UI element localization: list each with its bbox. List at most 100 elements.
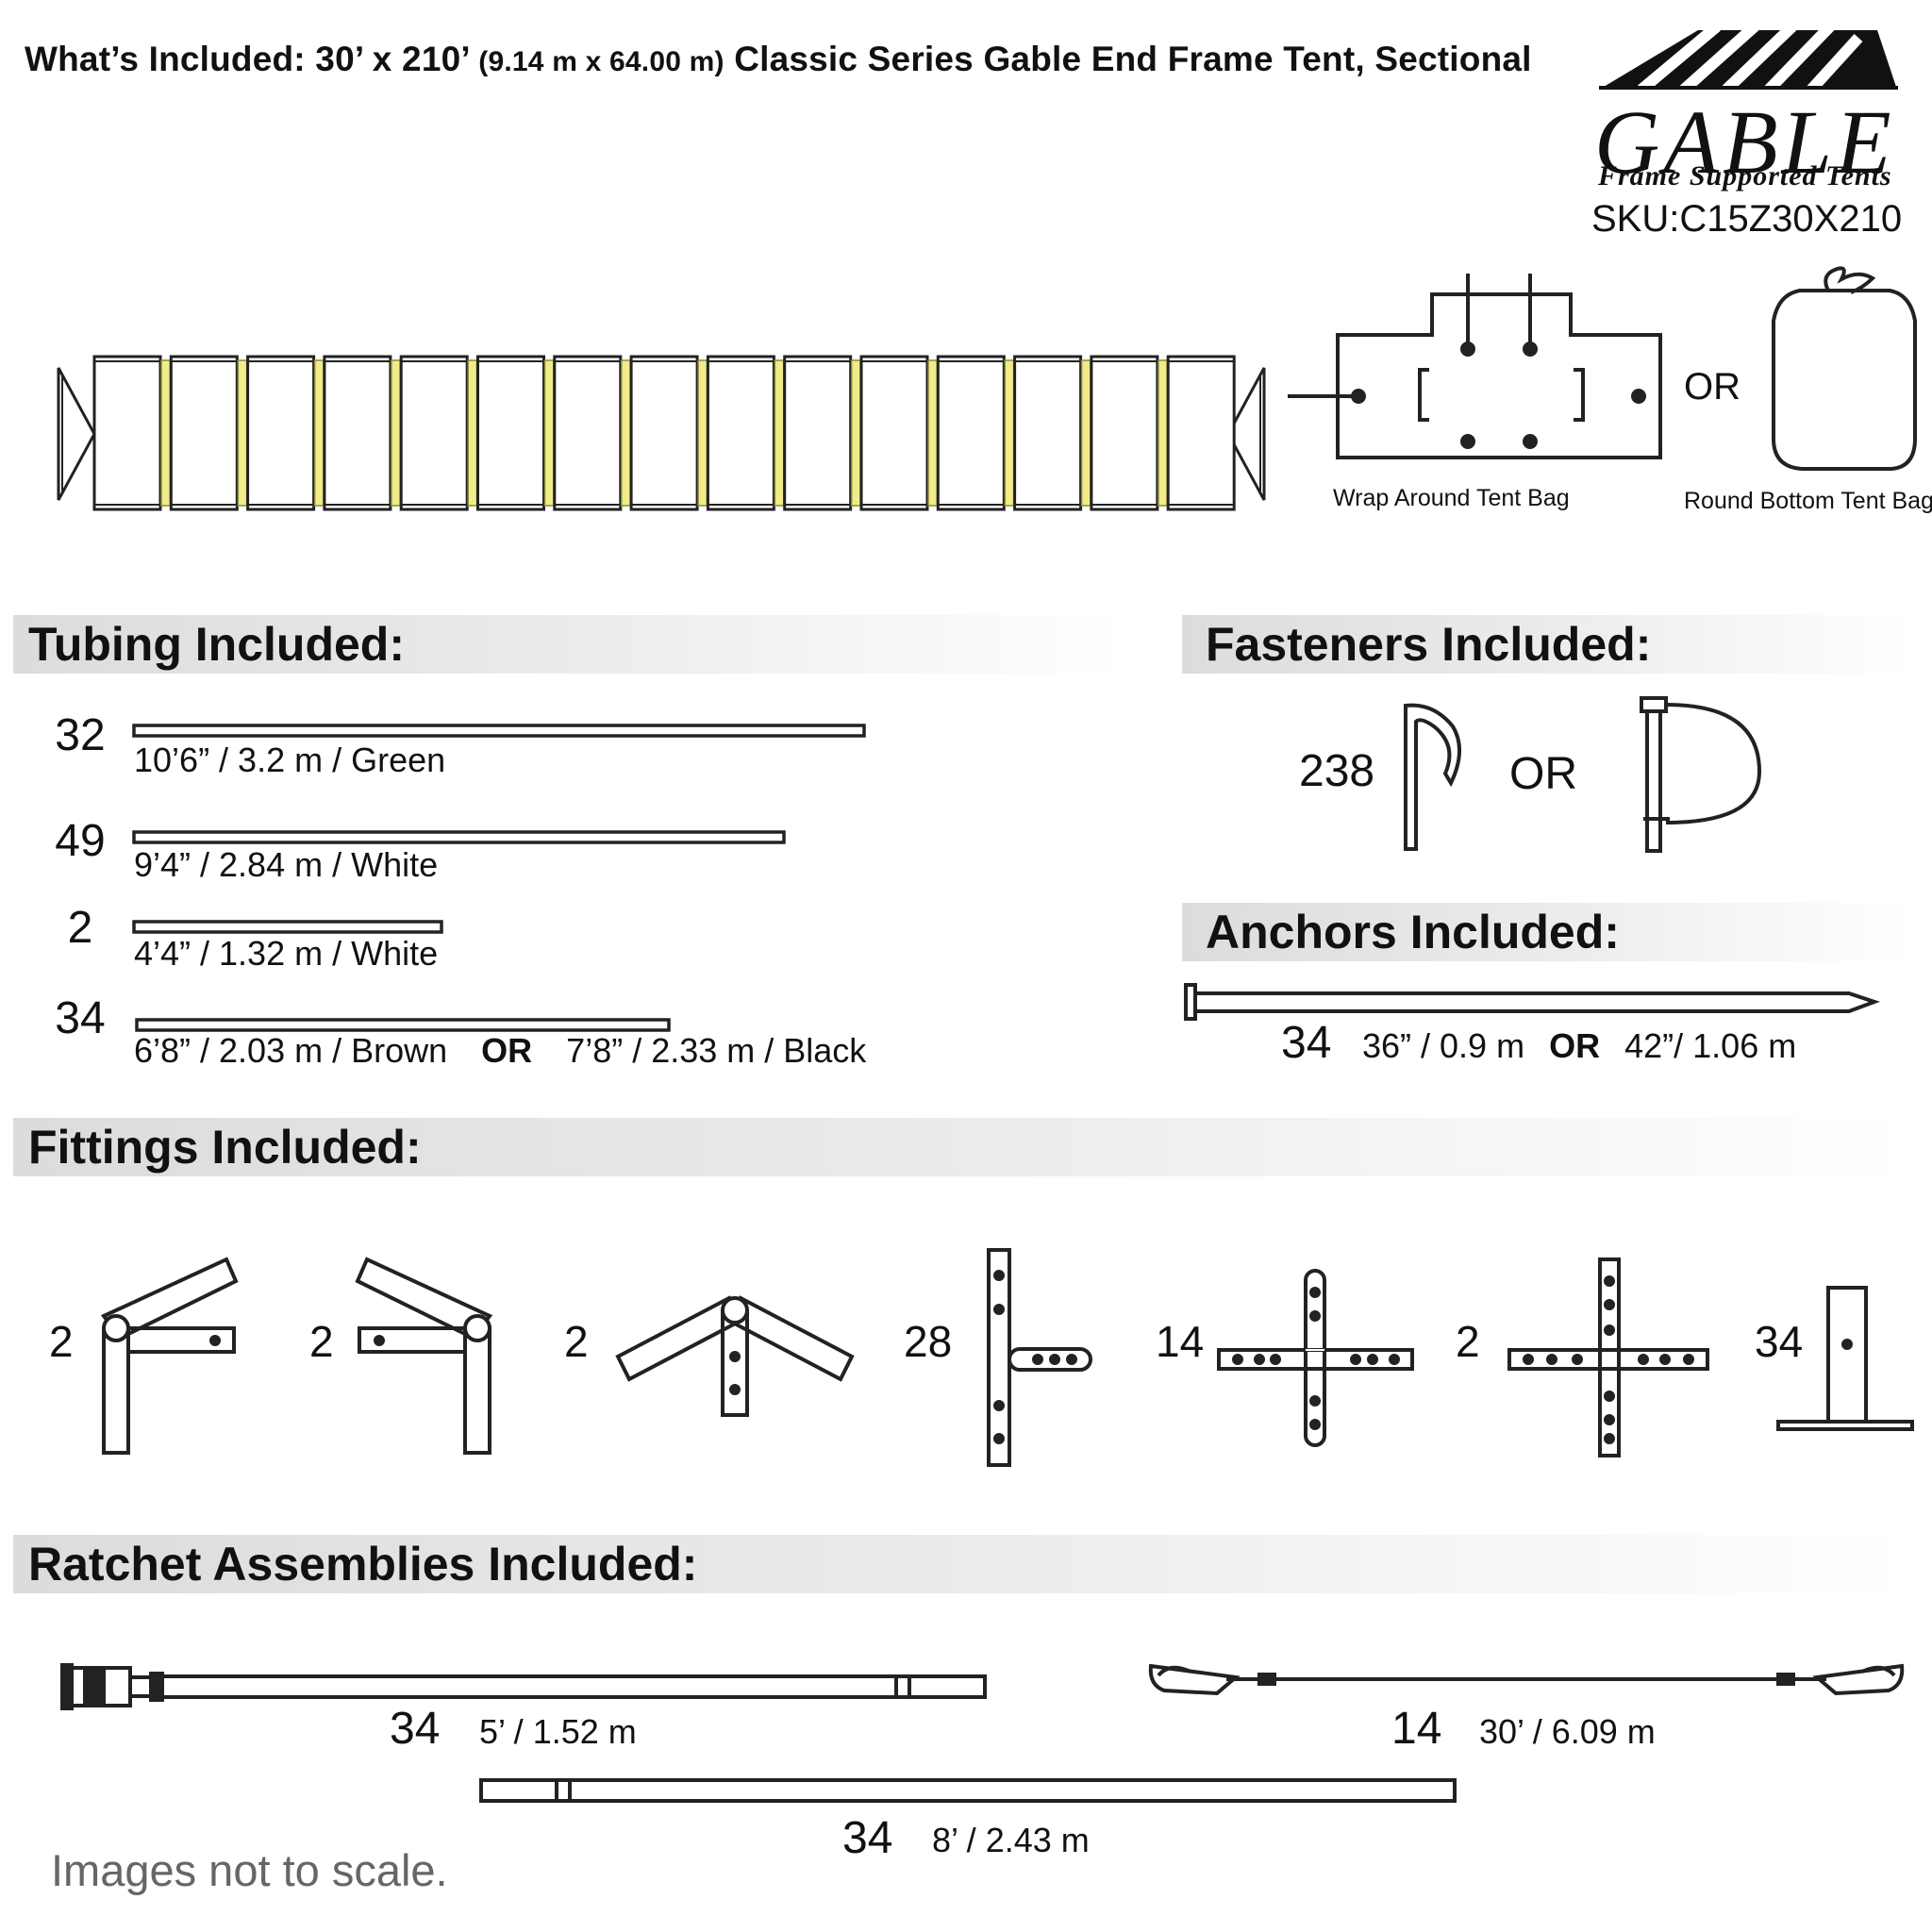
tent-section [553, 355, 623, 511]
tube-bar-4ft4 [132, 920, 443, 934]
tent-section-connector [850, 359, 861, 507]
tubing-section-title: Tubing Included: [28, 618, 405, 671]
logo-word: GABLE [1594, 92, 1895, 192]
ratchet-qty-3: 34 [842, 1813, 893, 1863]
tent-top-view-diagram [57, 355, 1266, 511]
fitting-left-corner-icon [100, 1257, 239, 1455]
fitting-qty-3: 2 [564, 1317, 589, 1366]
tube-label-4-or: OR [481, 1031, 533, 1070]
fitting-qty-5: 14 [1156, 1317, 1205, 1366]
tent-section-connector [927, 359, 939, 507]
anchor-label: 36” / 0.9 m OR 42”/ 1.06 m [1362, 1026, 1796, 1066]
fitting-ridge-peak-icon [615, 1295, 855, 1417]
ratchets-section-title: Ratchet Assemblies Included: [28, 1538, 698, 1591]
strap-8ft-icon [479, 1778, 1457, 1803]
tube-bar-6ft8 [135, 1018, 671, 1032]
fitting-qty-4: 28 [904, 1317, 953, 1366]
tent-section [246, 355, 316, 511]
tent-section-connector [1158, 359, 1168, 507]
tent-section-connector [313, 359, 325, 507]
tube-label-4b: 7’8” / 2.33 m / Black [566, 1031, 867, 1070]
tent-section [399, 355, 469, 511]
not-to-scale-note: Images not to scale. [51, 1845, 448, 1895]
anchor-stake-icon [1184, 983, 1881, 1021]
tent-section-connector [1080, 359, 1091, 507]
sku-label: SKU:C15Z30X210 [1591, 198, 1903, 240]
fitting-right-corner-icon [355, 1257, 493, 1455]
tent-section [323, 355, 392, 511]
fasteners-section-bar [1182, 615, 1908, 674]
tent-section-connector [621, 359, 631, 507]
fittings-drawings [100, 1248, 1914, 1467]
fastener-or-label: OR [1509, 749, 1577, 799]
fittings-section-title: Fittings Included: [28, 1121, 422, 1174]
fitting-qty-2: 2 [309, 1317, 334, 1366]
tent-section-connector [467, 359, 478, 507]
title-part2: Classic Series Gable End Frame Tent, Sec… [724, 40, 1532, 78]
ratchet-label-1: 5’ / 1.52 m [479, 1712, 637, 1751]
anchor-label-a: 36” / 0.9 m [1362, 1026, 1525, 1065]
ratchet-qty-1: 34 [390, 1704, 441, 1754]
page-title: What’s Included: 30’ x 210’ (9.14 m x 64… [25, 40, 1532, 79]
tent-section-connector [543, 359, 555, 507]
cable-assembly-30ft-icon [1148, 1663, 1905, 1696]
fitting-qty-1: 2 [49, 1317, 74, 1366]
tube-label-1: 10’6” / 3.2 m / Green [134, 741, 446, 779]
anchor-or: OR [1549, 1026, 1601, 1065]
tent-section-connector [774, 359, 785, 507]
fitting-cross-round-icon [1217, 1269, 1414, 1447]
fitting-qty-7: 34 [1755, 1317, 1804, 1366]
fasteners-section-title: Fasteners Included: [1206, 618, 1652, 671]
fastener-qty: 238 [1299, 746, 1375, 796]
tent-section [476, 355, 545, 511]
anchor-qty: 34 [1281, 1018, 1332, 1068]
ratchet-label-2: 30’ / 6.09 m [1479, 1712, 1656, 1751]
tent-section [1166, 355, 1236, 511]
tent-section [783, 355, 853, 511]
ratchets-section-bar [13, 1535, 1909, 1593]
tube-bar-9ft4 [132, 830, 786, 844]
tube-qty-1: 32 [55, 710, 106, 760]
tent-section [706, 355, 775, 511]
tent-section [859, 355, 929, 511]
tent-section [629, 355, 699, 511]
tent-section-connector [160, 359, 172, 507]
tube-label-2: 9’4” / 2.84 m / White [134, 845, 439, 884]
tube-label-4a: 6’8” / 2.03 m / Brown [134, 1031, 448, 1070]
wrap-bag-caption: Wrap Around Tent Bag [1333, 485, 1570, 511]
ratchet-strap-5ft-icon [60, 1663, 987, 1710]
ratchet-drawings [60, 1663, 1905, 1803]
anchor-label-b: 42”/ 1.06 m [1624, 1026, 1797, 1065]
fitting-base-plate-icon [1776, 1286, 1914, 1431]
anchors-section-bar [1182, 903, 1908, 961]
tent-section-connector [1004, 359, 1015, 507]
lynch-pin-icon [1640, 696, 1762, 853]
tent-section [92, 355, 162, 511]
tube-bar-10ft6 [132, 724, 866, 738]
ratchet-label-3: 8’ / 2.43 m [932, 1821, 1090, 1859]
tent-section [169, 355, 239, 511]
tent-section [1013, 355, 1083, 511]
tent-section [936, 355, 1006, 511]
tube-qty-4: 34 [55, 993, 106, 1043]
fitting-cross-square-icon [1507, 1257, 1709, 1457]
tent-section [1090, 355, 1159, 511]
title-metric: (9.14 m x 64.00 m) [478, 46, 724, 77]
r-clip-icon [1404, 703, 1462, 851]
tent-section-connector [697, 359, 708, 507]
fasteners-drawings [1404, 696, 1762, 853]
tent-section-connector [237, 359, 248, 507]
bags-or-label: OR [1684, 366, 1740, 408]
tubing-bars [132, 724, 866, 1032]
tube-qty-3: 2 [67, 903, 93, 953]
tube-qty-2: 49 [55, 816, 106, 866]
round-bottom-tent-bag-icon [1772, 266, 1917, 471]
anchors-section-title: Anchors Included: [1206, 906, 1620, 958]
round-bag-caption: Round Bottom Tent Bag [1684, 488, 1932, 514]
gable-logo-roof-icon [1599, 22, 1898, 94]
fitting-side-tee-icon [987, 1248, 1092, 1467]
ratchet-qty-2: 14 [1391, 1704, 1442, 1754]
fitting-qty-6: 2 [1456, 1317, 1480, 1366]
tent-section-connector [391, 359, 401, 507]
